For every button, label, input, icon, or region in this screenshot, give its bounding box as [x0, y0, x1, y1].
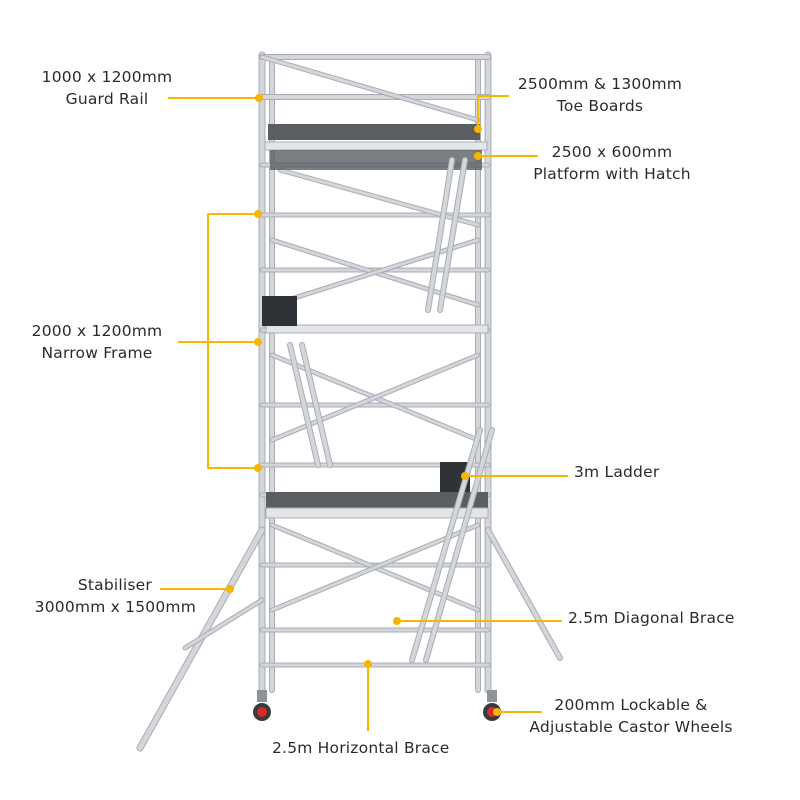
leader-dot-narrow-frame-top [254, 210, 262, 218]
top-platform-deck [270, 150, 482, 170]
ladder-upper-rail-b [438, 158, 467, 312]
ladder-upper-rail-a [426, 158, 454, 312]
leader-lines [160, 94, 568, 731]
leader-dot-castor-wheels [493, 708, 501, 716]
stabiliser-right [486, 528, 562, 660]
ladder-middle-rail-a [288, 343, 320, 467]
label-diagonal-brace: 2.5m Diagonal Brace [568, 609, 735, 627]
mid-platform-edge [265, 324, 489, 334]
hatch-panel [262, 296, 297, 326]
scaffold-tower [136, 51, 563, 752]
lower-platform-edge [265, 507, 489, 519]
leader-dot-horizontal-brace [364, 660, 372, 668]
label-castor-wheels: 200mm Lockable &Adjustable Castor Wheels [529, 696, 733, 736]
leader-dot-ladder [461, 472, 469, 480]
castor-mount-0 [257, 690, 267, 702]
leader-dot-narrow-frame-bottom [254, 464, 262, 472]
leader-dot-diagonal-brace [393, 617, 401, 625]
guard-rail-diagonal [260, 55, 480, 122]
ladder-middle-rail-b [300, 343, 332, 467]
castor-mount-1 [487, 690, 497, 702]
leader-dot-guard-rail [255, 94, 263, 102]
diagonal-brace-2 [270, 238, 480, 307]
lower-platform-deck [266, 492, 488, 510]
leader-dot-platform [474, 152, 482, 160]
leader-dot-narrow-frame-mid [254, 338, 262, 346]
leader-dot-toe-boards [474, 125, 482, 133]
stabiliser-left-strut [183, 598, 264, 650]
leader-dot-stabiliser [226, 585, 234, 593]
toe-board [268, 124, 480, 140]
top-platform-edge [264, 141, 488, 151]
diagonal-brace-6 [270, 523, 480, 612]
leader-toe-boards [477, 95, 509, 129]
label-horizontal-brace: 2.5m Horizontal Brace [272, 739, 450, 757]
castor-hub-0 [257, 707, 267, 717]
label-ladder: 3m Ladder [574, 463, 660, 481]
